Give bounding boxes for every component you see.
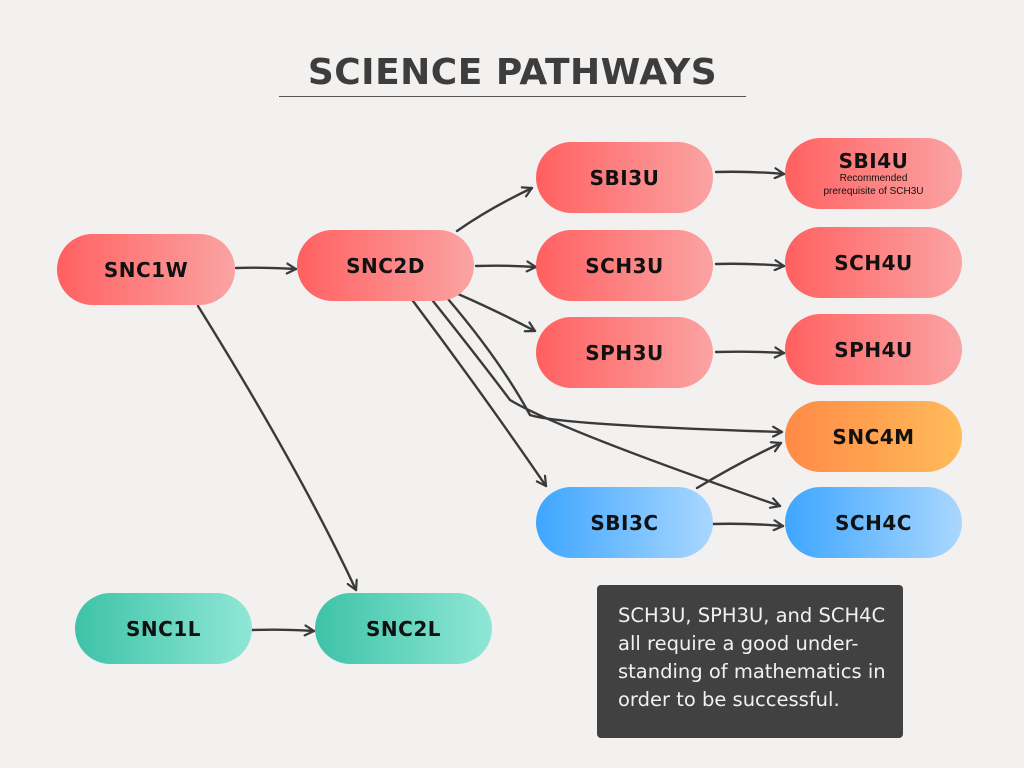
course-code: SNC4M bbox=[832, 424, 915, 449]
arrow-sch3u-sch4u bbox=[714, 264, 786, 266]
course-node-snc1l[interactable]: SNC1L bbox=[75, 593, 252, 664]
course-code: SBI3C bbox=[590, 510, 659, 535]
course-node-snc2d[interactable]: SNC2D bbox=[297, 230, 474, 301]
course-node-sph3u[interactable]: SPH3U bbox=[536, 317, 713, 388]
math-requirement-note: SCH3U, SPH3U, and SCH4C all require a go… bbox=[597, 585, 903, 738]
course-node-snc1w[interactable]: SNC1W bbox=[57, 234, 235, 305]
note-line: standing of mathematics in bbox=[618, 660, 886, 683]
course-node-sbi3c[interactable]: SBI3C bbox=[536, 487, 713, 558]
arrow-snc1w-snc2d bbox=[234, 268, 298, 269]
arrow-snc1l-snc2l bbox=[250, 630, 316, 631]
course-code: SNC2D bbox=[346, 253, 425, 278]
course-node-sbi3u[interactable]: SBI3U bbox=[536, 142, 713, 213]
course-code: SCH3U bbox=[585, 253, 664, 278]
arrow-snc2d-snc4m bbox=[446, 297, 784, 432]
course-note: prerequisite of SCH3U bbox=[823, 185, 924, 197]
course-code: SNC1L bbox=[126, 616, 201, 641]
note-line: all require a good under- bbox=[618, 632, 859, 655]
note-line: SCH3U, SPH3U, and SCH4C bbox=[618, 604, 886, 627]
course-node-sch4u[interactable]: SCH4U bbox=[785, 227, 962, 298]
arrow-snc2d-sch3u bbox=[474, 266, 538, 267]
course-code: SBI3U bbox=[589, 165, 660, 190]
arrow-snc1w-snc2l bbox=[196, 304, 356, 592]
arrow-sbi3u-sbi4u bbox=[714, 172, 786, 174]
course-node-sph4u[interactable]: SPH4U bbox=[785, 314, 962, 385]
course-node-sbi4u[interactable]: SBI4U Recommended prerequisite of SCH3U bbox=[785, 138, 962, 209]
note-line: order to be successful. bbox=[618, 688, 840, 711]
course-code: SNC2L bbox=[366, 616, 441, 641]
course-code: SCH4U bbox=[834, 250, 913, 275]
course-code: SCH4C bbox=[835, 510, 912, 535]
arrow-sbi3c-sch4c bbox=[710, 524, 785, 526]
course-code: SNC1W bbox=[103, 257, 189, 282]
arrow-snc2d-sbi3u bbox=[455, 188, 534, 233]
course-node-snc2l[interactable]: SNC2L bbox=[315, 593, 492, 664]
course-node-sch4c[interactable]: SCH4C bbox=[785, 487, 962, 558]
course-node-sch3u[interactable]: SCH3U bbox=[536, 230, 713, 301]
arrow-sbi3c-snc4m bbox=[695, 443, 783, 490]
arrow-sph3u-sph4u bbox=[714, 352, 786, 353]
course-code: SBI4U bbox=[838, 148, 909, 173]
course-node-snc4m[interactable]: SNC4M bbox=[785, 401, 962, 472]
arrow-snc2d-sch4c bbox=[431, 299, 782, 506]
course-note: Recommended bbox=[839, 172, 908, 184]
arrow-snc2d-sbi3c bbox=[411, 299, 548, 488]
course-code: SPH4U bbox=[834, 337, 913, 362]
arrow-snc2d-sph3u bbox=[456, 292, 537, 331]
page-title: SCIENCE PATHWAYS bbox=[307, 52, 718, 93]
course-code: SPH3U bbox=[585, 340, 664, 365]
title-underline bbox=[279, 96, 746, 97]
